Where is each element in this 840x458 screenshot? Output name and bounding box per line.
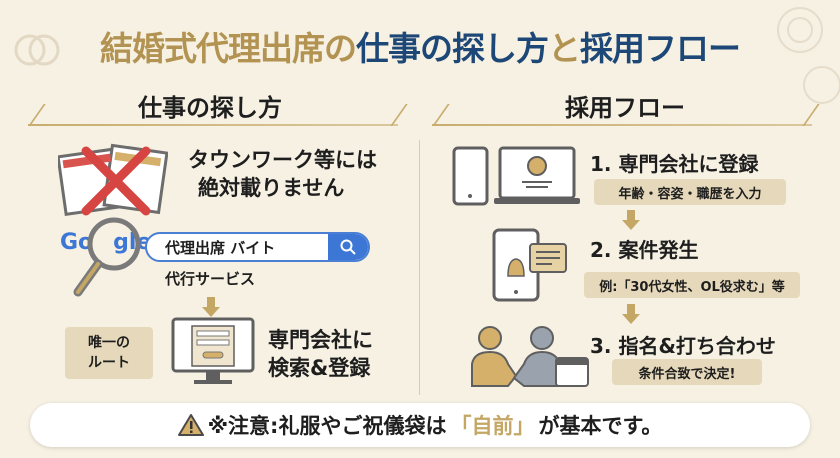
arrow-down-icon — [622, 304, 640, 324]
phone-laptop-icon — [452, 146, 580, 206]
search-suggestion: 代行サービス — [165, 270, 256, 288]
step-3-label: 3. 指名&打ち合わせ — [590, 334, 776, 358]
text-line: ルート — [88, 355, 130, 371]
column-divider — [419, 140, 420, 395]
divider — [432, 124, 812, 126]
text-line: 絶対載りません — [198, 176, 345, 200]
section-header-hiring-flow: 採用フロー — [565, 94, 685, 122]
search-query: 代理出席 バイト — [165, 238, 276, 257]
text-line: 唯一の — [88, 335, 130, 351]
notice-text: ※注意:礼服やご祝儀袋は — [207, 414, 447, 438]
text-line: 専門会社に — [268, 328, 373, 352]
divider — [28, 124, 398, 126]
divider — [390, 104, 408, 126]
arrow-down-icon — [202, 297, 220, 317]
wedding-rings-icon — [14, 34, 60, 66]
rose-decoration-icon — [777, 7, 840, 104]
step-3-note: 条件合致で決定! — [612, 359, 762, 385]
step-1-note: 年齢・容姿・職歴を入力 — [594, 179, 786, 205]
tablet-notification-icon — [492, 228, 567, 302]
search-icon — [340, 239, 356, 255]
step-2-note: 例:「30代女性、OL役求む」等 — [584, 272, 800, 298]
divider — [432, 104, 450, 126]
text-line: 検索&登録 — [268, 356, 371, 380]
title-part: 仕事の探し方 — [356, 29, 549, 68]
register-text: 専門会社に 検索&登録 — [268, 326, 373, 382]
only-route-bubble: 唯一の ルート — [65, 327, 153, 379]
notice-banner: ※注意:礼服やご祝儀袋は「自前」が基本です。 — [30, 403, 810, 447]
page-title: 結婚式代理出席の仕事の探し方と採用フロー — [0, 22, 840, 70]
warning-icon — [177, 414, 204, 436]
newspaper-crossed-icon — [58, 143, 168, 217]
monitor-registration-icon — [171, 317, 255, 384]
handshake-calendar-icon — [471, 326, 589, 387]
magnifier-icon — [73, 217, 141, 297]
search-input[interactable]: 代理出席 バイト — [145, 232, 370, 262]
step-2-label: 2. 案件発生 — [590, 238, 699, 262]
arrow-down-icon — [622, 210, 640, 230]
title-part: と — [548, 29, 581, 68]
search-button[interactable] — [328, 234, 368, 260]
no-listing-text: タウンワーク等には 絶対載りません — [188, 146, 377, 202]
section-header-job-search: 仕事の探し方 — [138, 94, 282, 122]
notice-highlight: 「自前」 — [450, 414, 535, 438]
divider — [28, 104, 46, 126]
notice-text: が基本です。 — [538, 414, 663, 438]
step-1-label: 1. 専門会社に登録 — [590, 152, 759, 176]
title-part: 採用フロー — [580, 29, 741, 68]
text-line: タウンワーク等には — [188, 148, 377, 172]
title-part: 結婚式代理出席の — [100, 29, 357, 68]
